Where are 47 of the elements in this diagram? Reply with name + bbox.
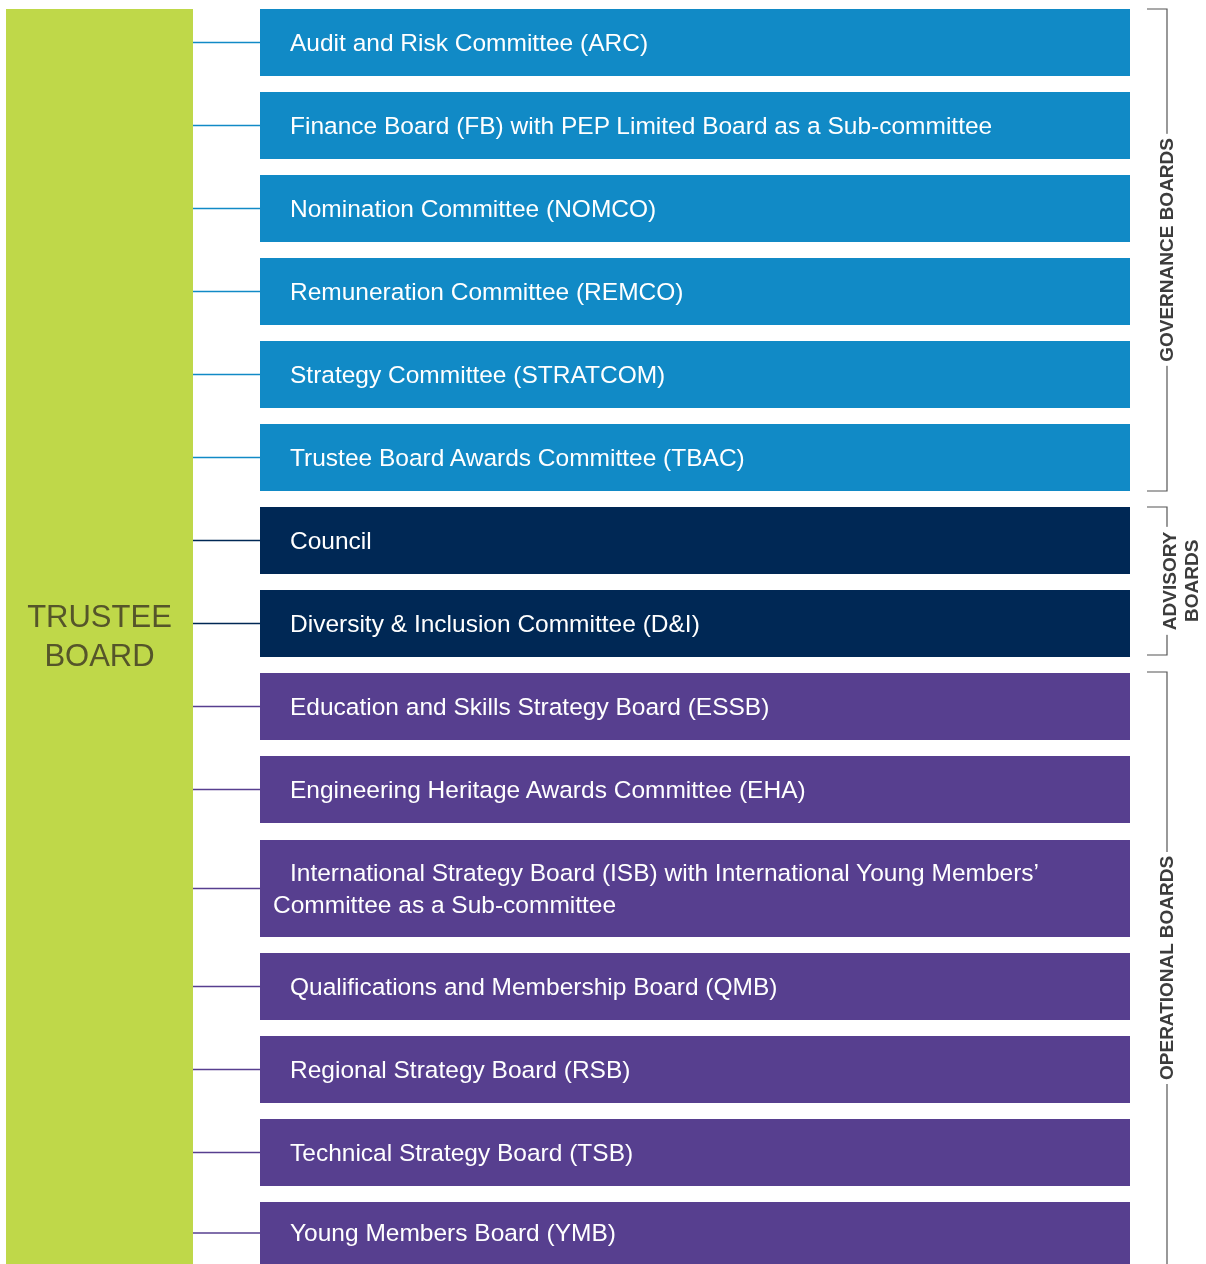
committee-box: [260, 673, 1130, 740]
committee-box: [260, 424, 1130, 491]
committee-box: [260, 92, 1130, 159]
connector-line: [192, 539, 261, 542]
committee-name: Young Members Board (YMB): [289, 1218, 617, 1249]
committee-box: [260, 507, 1130, 574]
committee-name: Regional Strategy Board (RSB): [289, 1054, 632, 1085]
connector-line: [192, 124, 261, 127]
connector-line: [192, 207, 261, 210]
committee-box: [260, 175, 1130, 242]
committee-box: [260, 258, 1130, 325]
connector-line: [192, 788, 261, 791]
committee-name: Finance Board (FB) with PEP Limited Board as a Sub-committee: [289, 110, 994, 141]
connector-line: [192, 622, 261, 625]
connector-line: [192, 290, 261, 293]
committee-box: [260, 590, 1130, 657]
committee-name: Council: [289, 525, 373, 556]
connector-line: [192, 41, 261, 44]
committee-box: [260, 953, 1130, 1020]
connector-line: [192, 705, 261, 708]
committee-name: Trustee Board Awards Committee (TBAC): [289, 442, 746, 473]
committee-name: Engineering Heritage Awards Committee (EHA): [289, 774, 807, 805]
committee-name: Technical Strategy Board (TSB): [289, 1137, 635, 1168]
committee-box: [260, 9, 1130, 76]
connector-line: [192, 985, 261, 988]
committee-name: Education and Skills Strategy Board (ESSB): [289, 691, 771, 722]
committee-box: [260, 840, 1130, 937]
committee-name: Remuneration Committee (REMCO): [289, 276, 685, 307]
committee-name: Nomination Committee (NOMCO): [289, 193, 658, 224]
board-title: TRUSTEE BOARD: [26, 597, 173, 675]
connector-line: [192, 1068, 261, 1071]
board-bar: [6, 9, 193, 1264]
committee-box: [260, 341, 1130, 408]
connector-line: [192, 887, 261, 890]
committee-box: [260, 1036, 1130, 1103]
connector-line: [192, 456, 261, 459]
connector-line: [192, 1232, 261, 1234]
committee-box: [260, 756, 1130, 823]
connector-line: [192, 373, 261, 376]
committee-box: [260, 1202, 1130, 1264]
committee-name: Strategy Committee (STRATCOM): [289, 359, 667, 390]
committee-name: International Strategy Board (ISB) with International Young Members’ Committee as a Sub-committee: [272, 857, 1040, 920]
committee-box: [260, 1119, 1130, 1186]
committee-name: Diversity & Inclusion Committee (D&I): [289, 608, 701, 639]
connector-line: [192, 1151, 261, 1154]
committee-name: Qualifications and Membership Board (QMB): [289, 971, 779, 1002]
committee-name: Audit and Risk Committee (ARC): [289, 27, 650, 58]
